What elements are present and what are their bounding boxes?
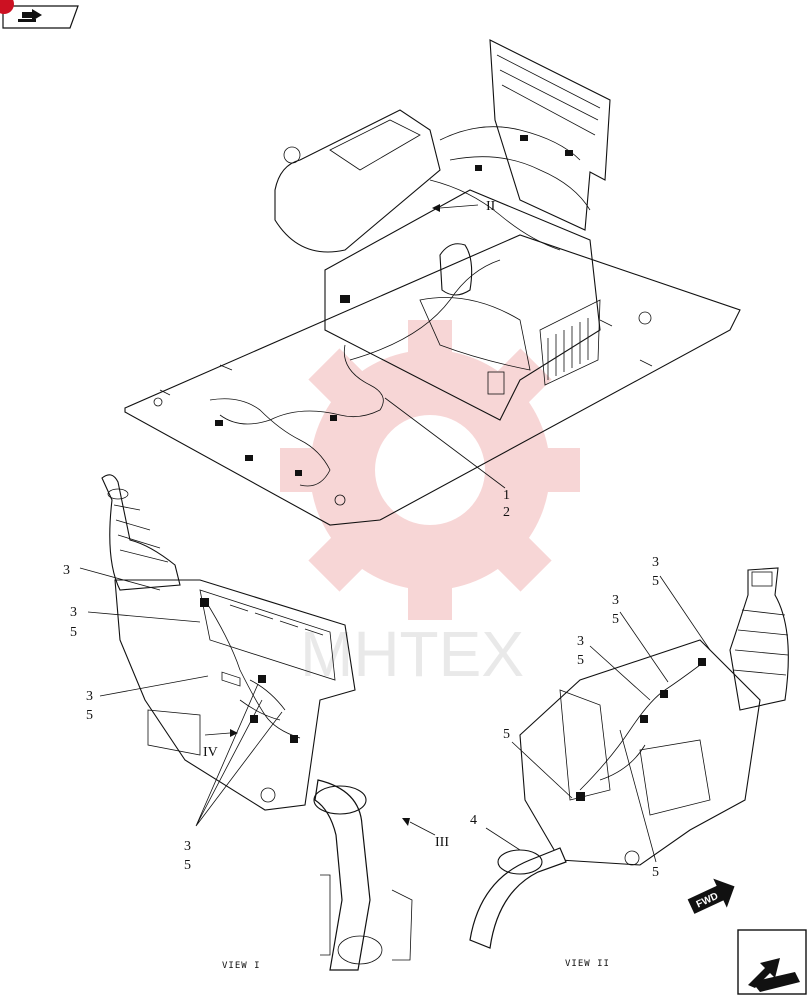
gear-watermark-icon: [280, 320, 580, 620]
view-arrow-ii-label: II: [486, 199, 496, 214]
page-arrow-icon[interactable]: [0, 0, 79, 29]
callout-r5a: 5: [652, 574, 659, 589]
forward-arrow-icon[interactable]: [737, 929, 807, 995]
callout-r3a: 3: [652, 555, 659, 570]
callout-3a: 3: [63, 563, 70, 578]
top-assembly: 1 2 II: [124, 39, 741, 526]
callout-3b: 3: [70, 605, 77, 620]
callout-5d: 5: [184, 858, 191, 873]
view-i-label: VIEW I: [222, 961, 261, 971]
callout-r4: 4: [470, 813, 477, 828]
callout-r5e: 5: [652, 865, 659, 880]
view-arrow-iv-label: IV: [203, 745, 218, 760]
callout-r5c: 5: [577, 653, 584, 668]
callout-3d: 3: [184, 839, 191, 854]
callout-r3b: 3: [612, 593, 619, 608]
view-arrow-iii-label: III: [435, 835, 449, 850]
callout-r3c: 3: [577, 634, 584, 649]
watermark-text: МНТЕХ: [300, 618, 524, 690]
callout-5c: 5: [86, 708, 93, 723]
view-i-assembly: 3 3 5 3 5 3 5 IV III VIEW I: [63, 474, 449, 971]
view-ii-label: VIEW II: [565, 959, 610, 969]
watermark: МНТЕХ: [280, 320, 580, 690]
callout-5b: 5: [70, 625, 77, 640]
view-ii-assembly: 3 5 3 5 3 5 5 4 5 FWD VIEW II: [469, 555, 789, 969]
callout-3c: 3: [86, 689, 93, 704]
fwd-arrow-icon: FWD: [687, 878, 735, 914]
callout-r5b: 5: [612, 612, 619, 627]
callout-2: 2: [503, 505, 510, 520]
callout-r5d: 5: [503, 727, 510, 742]
callout-1: 1: [503, 488, 510, 503]
